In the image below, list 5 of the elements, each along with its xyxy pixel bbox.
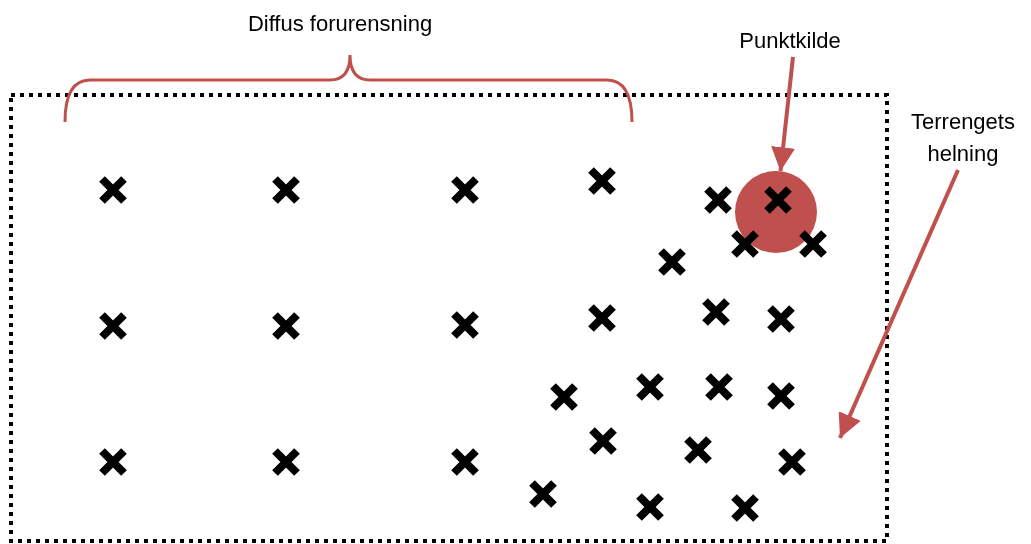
arrow [771,56,795,172]
callout-text: Terrengets helning [910,108,1016,168]
area-label: Diffus forurensning [246,10,434,38]
slope-arrow [838,169,960,439]
callout-text: Punktkilde [738,27,842,55]
